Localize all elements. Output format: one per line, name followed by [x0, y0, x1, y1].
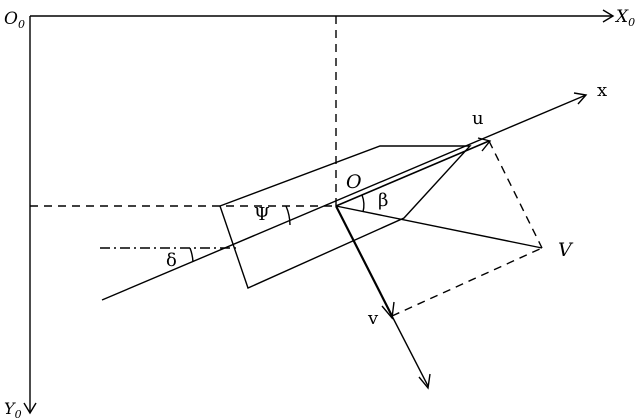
- sway-arrowhead: [381, 301, 395, 320]
- sway-vector-v: [335, 205, 393, 317]
- global-y-axis-label: Y0: [4, 399, 22, 420]
- psi-angle-arc: [285, 205, 291, 226]
- psi-label: Ψ: [254, 204, 270, 225]
- global-origin-label: O0: [4, 9, 25, 31]
- body-origin-label: O: [346, 171, 362, 193]
- global-y-arrowhead: [23, 402, 37, 415]
- delta-label: δ: [166, 250, 177, 271]
- beta-angle-arc: [361, 194, 365, 213]
- sway-extension-arrowhead: [418, 373, 431, 390]
- dashed-u-to-V: [488, 140, 543, 249]
- V-label: V: [558, 239, 574, 261]
- body-x-axis-label: x: [597, 80, 607, 101]
- body-x-axis: [101, 94, 587, 301]
- surge-arrowhead: [477, 137, 492, 152]
- dashed-v-to-V: [391, 247, 543, 317]
- beta-label: β: [378, 190, 388, 211]
- global-x-axis-label: X0: [614, 7, 635, 29]
- body-x-arrowhead: [573, 92, 588, 105]
- hull-outline: [219, 145, 472, 289]
- surge-vector-u: [335, 140, 490, 207]
- delta-angle-arc: [189, 247, 194, 263]
- velocity-vector-V: [335, 205, 543, 249]
- global-x-arrowhead: [602, 9, 615, 23]
- u-label: u: [472, 108, 484, 129]
- sway-extension-line: [391, 315, 429, 387]
- v-label: v: [367, 308, 379, 329]
